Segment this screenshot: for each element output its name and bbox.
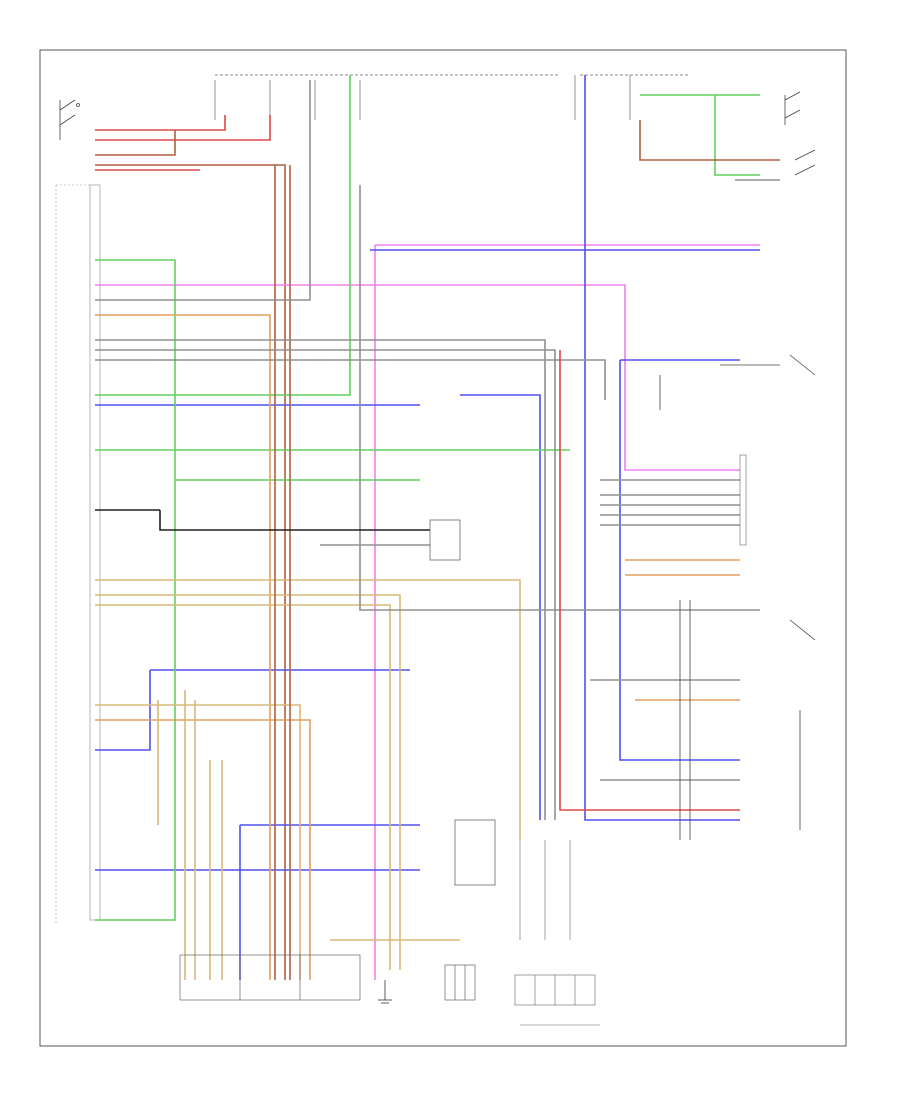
connector-bottom-left	[179, 954, 361, 1001]
ecu-connector-block	[55, 184, 101, 925]
switch-top-right	[784, 91, 816, 176]
wire-harness	[95, 75, 780, 980]
ignition-switch-top-left	[59, 99, 80, 140]
diagram-frame	[39, 49, 847, 1047]
box-bottom-right	[454, 819, 600, 1026]
connector-right-mid	[679, 600, 816, 840]
ground-symbol	[378, 980, 392, 1004]
top-connectors	[214, 74, 690, 120]
center-module-box	[429, 519, 461, 561]
switch-right-mid	[659, 354, 816, 410]
connector-right-upper	[739, 454, 747, 546]
sensor-bottom	[444, 964, 476, 1001]
